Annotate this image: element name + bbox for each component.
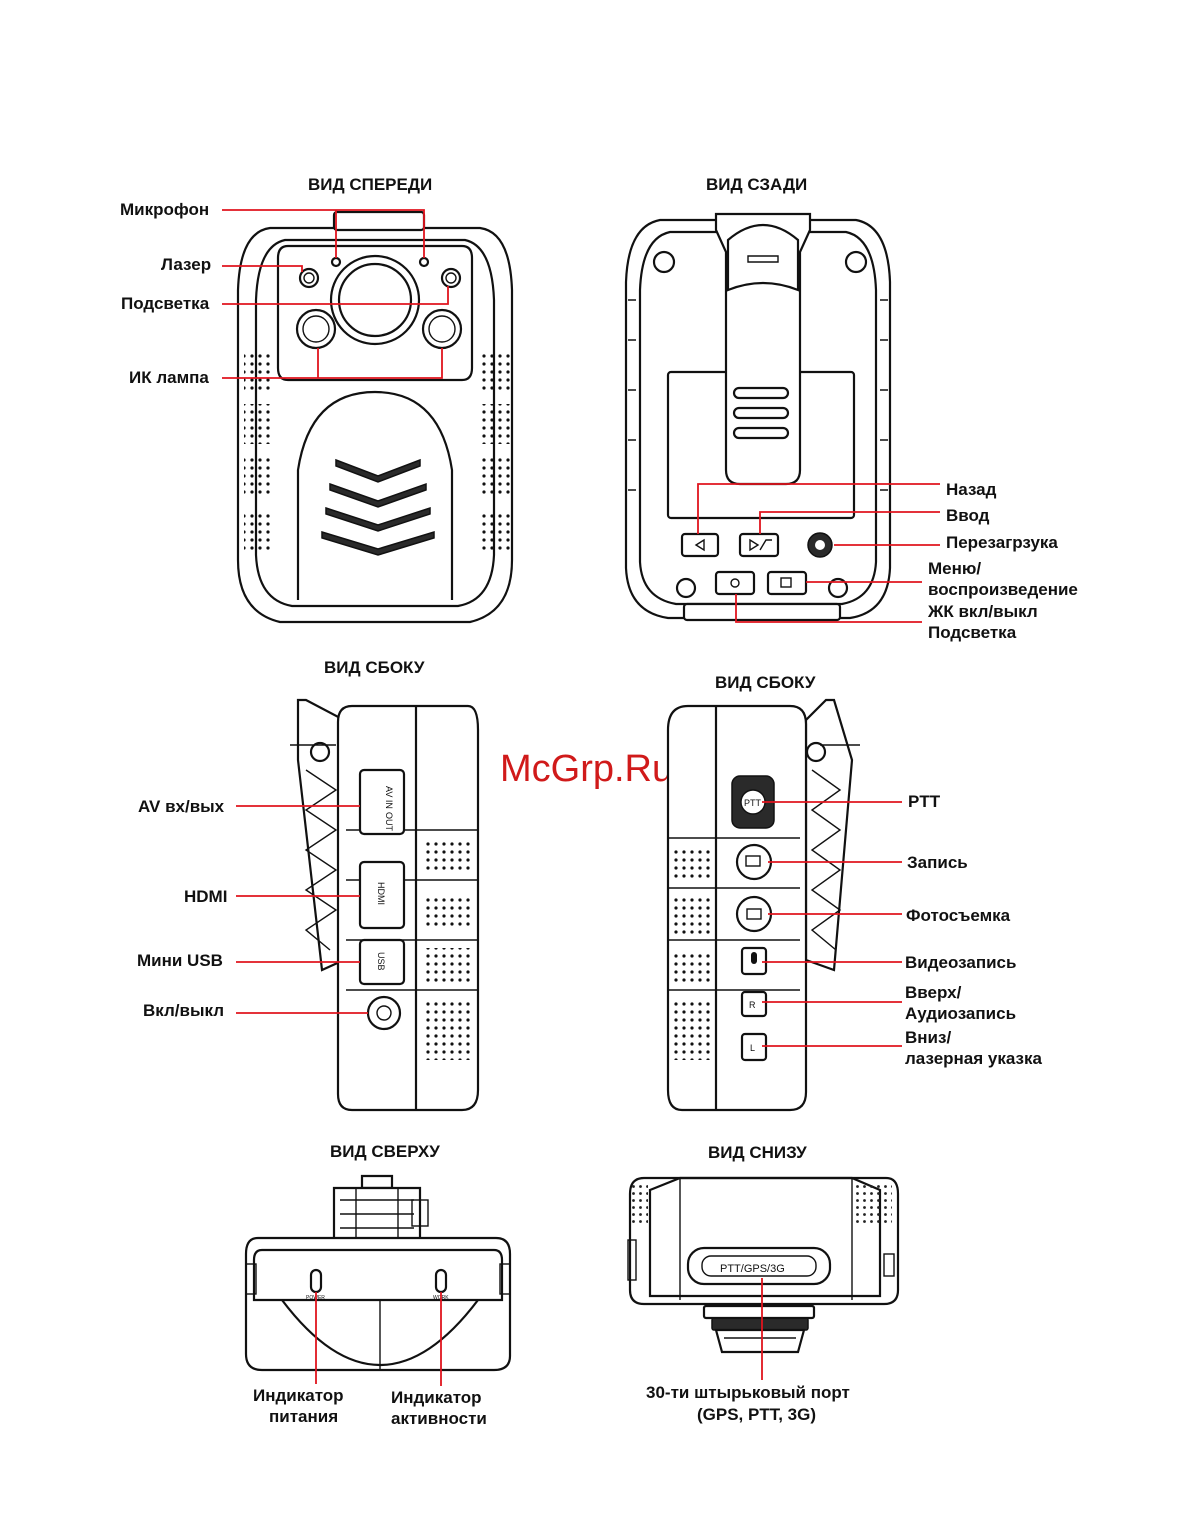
up-audio-button[interactable]	[740, 990, 768, 1018]
label-power: Вкл/выкл	[143, 1001, 224, 1020]
back-clip	[714, 212, 812, 486]
label-laser-pointer: лазерная указка	[905, 1049, 1042, 1068]
label-up: Вверх/	[905, 983, 962, 1002]
front-lens	[329, 254, 421, 346]
top-view-title: ВИД СВЕРХУ	[330, 1142, 440, 1161]
av-port-cover[interactable]	[358, 768, 406, 836]
label-menu: Меню/	[928, 559, 981, 578]
label-audio: Аудиозапись	[905, 1004, 1016, 1023]
photo-button[interactable]	[735, 895, 773, 933]
label-enter: Ввод	[946, 506, 990, 525]
label-backlight-front: Подсветка	[121, 294, 210, 313]
front-view: ВИД СПЕРЕДИ Микр	[120, 175, 514, 624]
label-ir-lamp: ИК лампа	[129, 368, 209, 387]
lcd-light-button[interactable]	[714, 570, 756, 596]
label-down: Вниз/	[905, 1028, 951, 1047]
label-av: AV вх/вых	[138, 797, 225, 816]
side-view-left: ВИД СБОКУ AV IN OUT HDMI USB AV вх/вых H…	[137, 658, 480, 1112]
label-power-indicator-2: питания	[269, 1407, 338, 1426]
label-video: Видеозапись	[905, 953, 1016, 972]
label-photo: Фотосъемка	[906, 906, 1011, 925]
side-left-title: ВИД СБОКУ	[324, 658, 425, 677]
label-laser: Лазер	[161, 255, 211, 274]
bottom-30pin-port[interactable]	[686, 1246, 832, 1286]
watermark: McGrp.Ru	[500, 748, 673, 790]
label-activity-indicator-2: активности	[391, 1409, 487, 1428]
label-hdmi: HDMI	[184, 887, 227, 906]
record-button[interactable]	[735, 843, 773, 881]
back-view-title: ВИД СЗАДИ	[706, 175, 807, 194]
label-microphone: Микрофон	[120, 200, 209, 219]
power-led	[309, 1268, 323, 1294]
av-out-text: OUT	[384, 812, 394, 832]
bottom-view: ВИД СНИЗУ PTT/GPS/3G 30-ти штырьковый по…	[627, 1143, 900, 1424]
label-30pin-port-2: (GPS, PTT, 3G)	[697, 1405, 816, 1424]
label-playback: воспроизведение	[928, 580, 1078, 599]
label-backlight-back: Подсветка	[928, 623, 1017, 642]
work-led	[434, 1268, 448, 1294]
bottom-view-title: ВИД СНИЗУ	[708, 1143, 807, 1162]
r-button-text: R	[749, 1000, 756, 1010]
back-button[interactable]	[680, 532, 720, 558]
av-in-text: AV IN	[384, 786, 394, 809]
label-activity-indicator: Индикатор	[391, 1388, 482, 1407]
l-button-text: L	[750, 1043, 755, 1053]
usb-text: USB	[376, 952, 386, 971]
label-30pin-port: 30-ти штырьковый порт	[646, 1383, 850, 1402]
down-laser-button[interactable]	[740, 1032, 768, 1062]
label-mini-usb: Мини USB	[137, 951, 223, 970]
menu-playback-button[interactable]	[766, 570, 808, 596]
label-reset: Перезагрзука	[946, 533, 1058, 552]
front-view-title: ВИД СПЕРЕДИ	[308, 175, 432, 194]
back-view: ВИД СЗАДИ Назад Ввод Пе	[624, 175, 1078, 642]
label-power-indicator: Индикатор	[253, 1386, 344, 1405]
hdmi-text: HDMI	[376, 882, 386, 905]
side-right-title: ВИД СБОКУ	[715, 673, 816, 692]
ptt-text: PTT	[744, 798, 762, 808]
side-view-right: ВИД СБОКУ PTT R L PTT Запись Фотосъемка …	[666, 673, 1042, 1112]
hdmi-port-cover[interactable]	[358, 860, 406, 930]
bottom-port-text: PTT/GPS/3G	[720, 1263, 785, 1275]
label-record: Запись	[907, 853, 968, 872]
label-lcd: ЖК вкл/выкл	[927, 602, 1038, 621]
label-ptt: PTT	[908, 792, 941, 811]
top-view: ВИД СВЕРХУ POWER WORK Индикатор питания …	[244, 1142, 512, 1428]
label-back: Назад	[946, 480, 997, 499]
power-button[interactable]	[366, 995, 402, 1031]
